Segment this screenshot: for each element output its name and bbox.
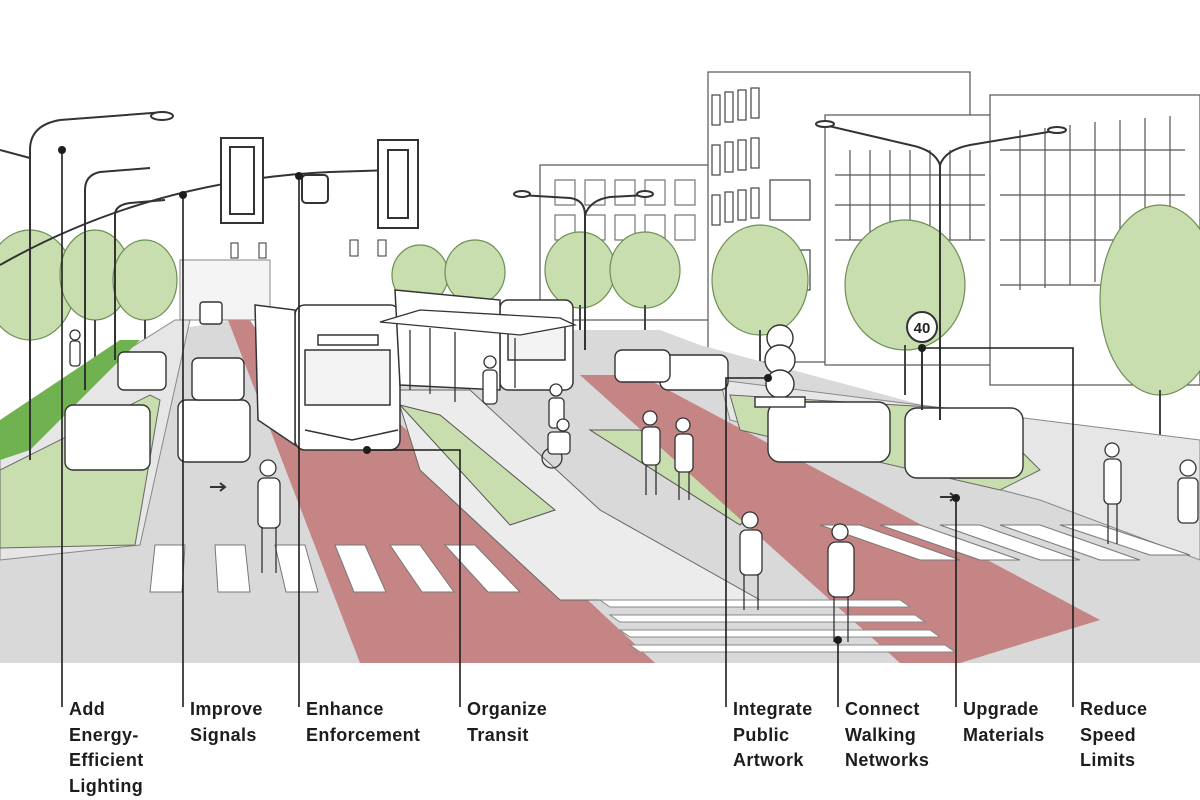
public-art-sculpture <box>754 324 806 408</box>
transit-shelter <box>379 309 578 402</box>
callout-label-signals: Improve Signals <box>190 699 263 745</box>
cars <box>64 301 1024 479</box>
streetcars <box>254 289 574 451</box>
callout-label-walking: Connect Walking Networks <box>845 699 930 770</box>
callout-label-speed: Reduce Speed Limits <box>1080 699 1148 770</box>
callout-label-enforcement: Enhance Enforcement <box>306 699 421 745</box>
callout-dots <box>58 146 960 644</box>
pedestrians <box>69 329 1199 642</box>
speed-sign-text: 40 <box>914 320 931 337</box>
callout-leader-lines <box>61 150 1074 707</box>
street-trees <box>0 204 1200 396</box>
callout-label-materials: Upgrade Materials <box>963 699 1045 745</box>
callout-label-lighting: Add Energy- Efficient Lighting <box>69 699 144 796</box>
signal-mast-arm <box>0 137 419 266</box>
callout-label-transit: Organize Transit <box>467 699 548 745</box>
callout-label-artwork: Integrate Public Artwork <box>733 699 813 770</box>
speed-limit-sign: 40 <box>906 311 938 410</box>
street-lights <box>0 111 1067 460</box>
